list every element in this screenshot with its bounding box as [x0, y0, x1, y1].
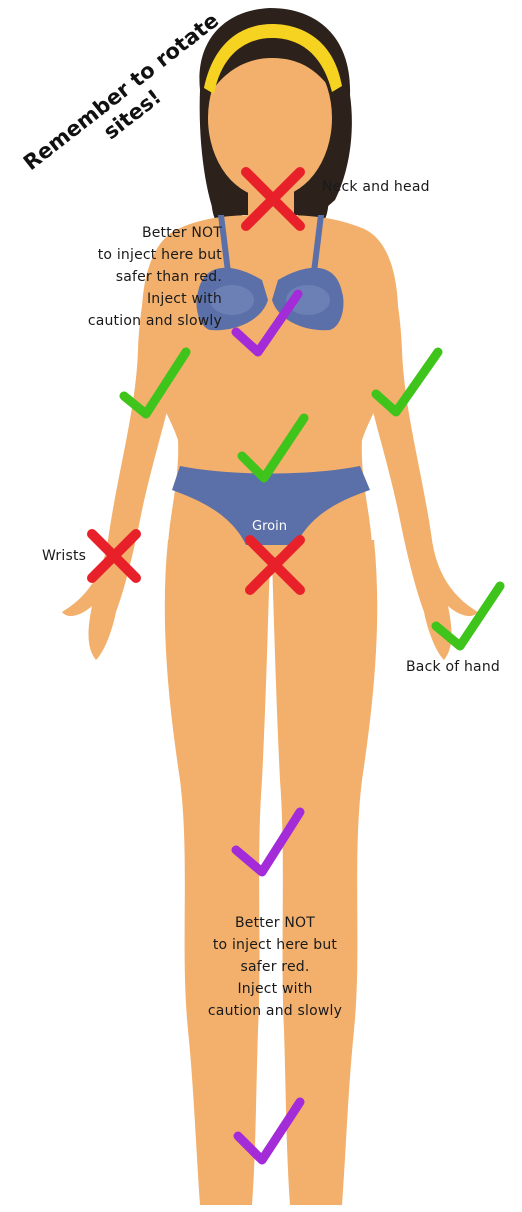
label-lower-caution: Better NOT to inject here but safer red.…: [190, 912, 360, 1022]
label-back-of-hand: Back of hand: [406, 656, 500, 678]
label-neck-and-head: Neck and head: [322, 176, 430, 198]
label-groin: Groin: [252, 519, 287, 534]
label-upper-caution: Better NOT to inject here but safer than…: [30, 222, 222, 332]
label-wrists: Wrists: [42, 545, 86, 567]
